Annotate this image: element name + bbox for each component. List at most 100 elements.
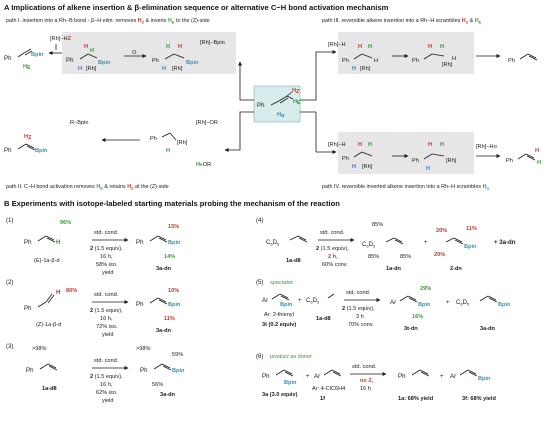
svg-text:Z: Z bbox=[296, 89, 300, 95]
svg-text:Bpin: Bpin bbox=[464, 244, 477, 250]
arrow-to-path-4 bbox=[300, 111, 337, 154]
svg-text:Ar: 2-thienyl: Ar: 2-thienyl bbox=[264, 312, 294, 318]
svg-text:Ph: Ph bbox=[66, 57, 73, 64]
path-3-intermediate-1: Ph H H H [Rh] H bbox=[342, 44, 378, 72]
arrow-to-path-3 bbox=[300, 50, 337, 101]
svg-text:Ph: Ph bbox=[508, 58, 515, 64]
svg-text:H: H bbox=[277, 112, 281, 118]
svg-text:Bpin: Bpin bbox=[186, 60, 199, 66]
svg-text:(E)-1a-β-d: (E)-1a-β-d bbox=[34, 258, 60, 264]
svg-text:Bpin: Bpin bbox=[31, 52, 44, 58]
svg-text:[Rh]: [Rh] bbox=[442, 62, 453, 68]
svg-text:Ph: Ph bbox=[136, 239, 143, 246]
svg-text:80%: 80% bbox=[66, 288, 77, 294]
reagent-rh-h-out: [Rh]−HZ bbox=[50, 36, 72, 42]
svg-text:H: H bbox=[428, 142, 432, 148]
svg-text:Ph: Ph bbox=[398, 373, 405, 380]
svg-text:(5): (5) bbox=[256, 279, 263, 286]
svg-text:H: H bbox=[440, 44, 444, 50]
svg-text:yield: yield bbox=[102, 270, 114, 276]
svg-text:H: H bbox=[292, 88, 296, 94]
svg-text:Ph: Ph bbox=[342, 156, 349, 162]
svg-text:Ph: Ph bbox=[152, 58, 159, 64]
svg-text:85%: 85% bbox=[372, 222, 383, 228]
svg-text:1a: 68% yield: 1a: 68% yield bbox=[398, 396, 434, 402]
path-2-product: Ph [Rh] H bbox=[150, 132, 188, 154]
arrow-to-path-2 bbox=[224, 111, 254, 152]
svg-text:Ph: Ph bbox=[24, 305, 31, 312]
svg-text:std. cond.: std. cond. bbox=[94, 230, 119, 236]
section-a-title: A Implications of alkene insertion & β-e… bbox=[4, 3, 389, 12]
path-1-intermediates-box bbox=[62, 32, 236, 74]
path-4-intermediates-box bbox=[338, 132, 474, 174]
svg-text:std. cond.: std. cond. bbox=[346, 290, 371, 296]
svg-text:[Rh]: [Rh] bbox=[362, 164, 373, 170]
svg-text:16%: 16% bbox=[412, 314, 423, 320]
svg-text:Ph: Ph bbox=[412, 58, 419, 64]
svg-text:H: H bbox=[166, 44, 170, 50]
svg-text:Z: Z bbox=[28, 135, 32, 141]
svg-text:Ar: 4-ClC6H4: Ar: 4-ClC6H4 bbox=[312, 386, 345, 392]
svg-text:1a-d8: 1a-d8 bbox=[42, 386, 57, 392]
svg-text:3t-dn: 3t-dn bbox=[404, 326, 418, 332]
svg-text:+: + bbox=[298, 297, 302, 304]
svg-text:Bpin: Bpin bbox=[280, 302, 293, 308]
svg-text:H: H bbox=[178, 44, 182, 50]
path-3-intermediates-box bbox=[338, 32, 474, 74]
svg-text:Bpin: Bpin bbox=[418, 302, 431, 308]
svg-text:>98%: >98% bbox=[136, 346, 150, 352]
svg-text:H: H bbox=[368, 142, 372, 148]
experiment-6: (6) product as donor Ph Bpin + Ar 3a (3.… bbox=[256, 353, 496, 402]
svg-text:Ph: Ph bbox=[506, 158, 513, 164]
svg-text:16 h,: 16 h, bbox=[100, 316, 113, 322]
svg-text:H: H bbox=[352, 164, 356, 170]
svg-text:[Rh]: [Rh] bbox=[86, 66, 97, 72]
svg-text:Bpin: Bpin bbox=[168, 240, 181, 246]
path-1-intermediate-2: Ph H H H [Rh] Bpin bbox=[152, 44, 199, 72]
svg-text:+: + bbox=[440, 373, 444, 380]
svg-text:std. cond.: std. cond. bbox=[94, 292, 119, 298]
svg-text:3a-dn: 3a-dn bbox=[156, 328, 172, 334]
svg-text:16 h: 16 h bbox=[360, 386, 371, 392]
svg-text:72% iso.: 72% iso. bbox=[96, 324, 118, 330]
svg-text:3a-dn: 3a-dn bbox=[160, 392, 176, 398]
central-alkene-box bbox=[253, 85, 301, 123]
svg-text:Ph: Ph bbox=[150, 136, 157, 142]
svg-text:(2): (2) bbox=[6, 279, 13, 286]
svg-text:2 (1.5 equiv),: 2 (1.5 equiv), bbox=[90, 246, 123, 252]
svg-text:1a-d8: 1a-d8 bbox=[316, 316, 331, 322]
svg-text:96%: 96% bbox=[60, 220, 71, 226]
svg-text:H: H bbox=[426, 166, 430, 172]
svg-text:60% conv.: 60% conv. bbox=[322, 262, 348, 268]
experiment-1: (1) Ph H 96% (E)-1a-β-d std. cond. 2 (1.… bbox=[6, 217, 181, 276]
path-3-caption: path III. reversible alkene insertion in… bbox=[322, 18, 482, 25]
svg-text:H: H bbox=[166, 148, 170, 154]
svg-text:H: H bbox=[537, 160, 541, 166]
svg-text:[Rh]: [Rh] bbox=[360, 66, 371, 72]
reagent-rh-bpin: [Rh]−Bpin bbox=[200, 40, 225, 46]
arrow-to-path-1 bbox=[238, 61, 254, 101]
svg-text:α: α bbox=[281, 113, 285, 119]
svg-text:Ph: Ph bbox=[4, 55, 11, 62]
reagent-r-bpin: R−Bpin bbox=[70, 120, 89, 126]
svg-text:11%: 11% bbox=[164, 316, 175, 322]
svg-text:H: H bbox=[374, 58, 378, 64]
svg-text:29%: 29% bbox=[420, 286, 431, 292]
svg-text:[Rh]: [Rh] bbox=[177, 140, 188, 146]
svg-text:2 (1.5 equiv),: 2 (1.5 equiv), bbox=[316, 246, 349, 252]
svg-text:3t (0.2 equiv): 3t (0.2 equiv) bbox=[262, 322, 296, 328]
svg-text:[Rh]: [Rh] bbox=[172, 66, 183, 72]
svg-text:H: H bbox=[23, 64, 27, 70]
path-4-caption: path IV. reversible inverted alkene inse… bbox=[322, 184, 489, 191]
section-b-title: B Experiments with isotope-labeled start… bbox=[4, 199, 340, 208]
svg-text:56%: 56% bbox=[152, 382, 163, 388]
reagent-rh-h-4: [Rh]−H bbox=[328, 142, 346, 148]
svg-text:>98%: >98% bbox=[32, 346, 46, 352]
reagent-rh-or: [Rh]−OR bbox=[196, 120, 218, 126]
svg-text:(1): (1) bbox=[6, 217, 13, 224]
svg-text:C6D5: C6D5 bbox=[266, 239, 280, 247]
svg-text:H: H bbox=[56, 289, 60, 296]
svg-text:C6D5: C6D5 bbox=[362, 241, 376, 249]
svg-text:O: O bbox=[132, 50, 137, 56]
svg-text:H: H bbox=[24, 134, 28, 140]
